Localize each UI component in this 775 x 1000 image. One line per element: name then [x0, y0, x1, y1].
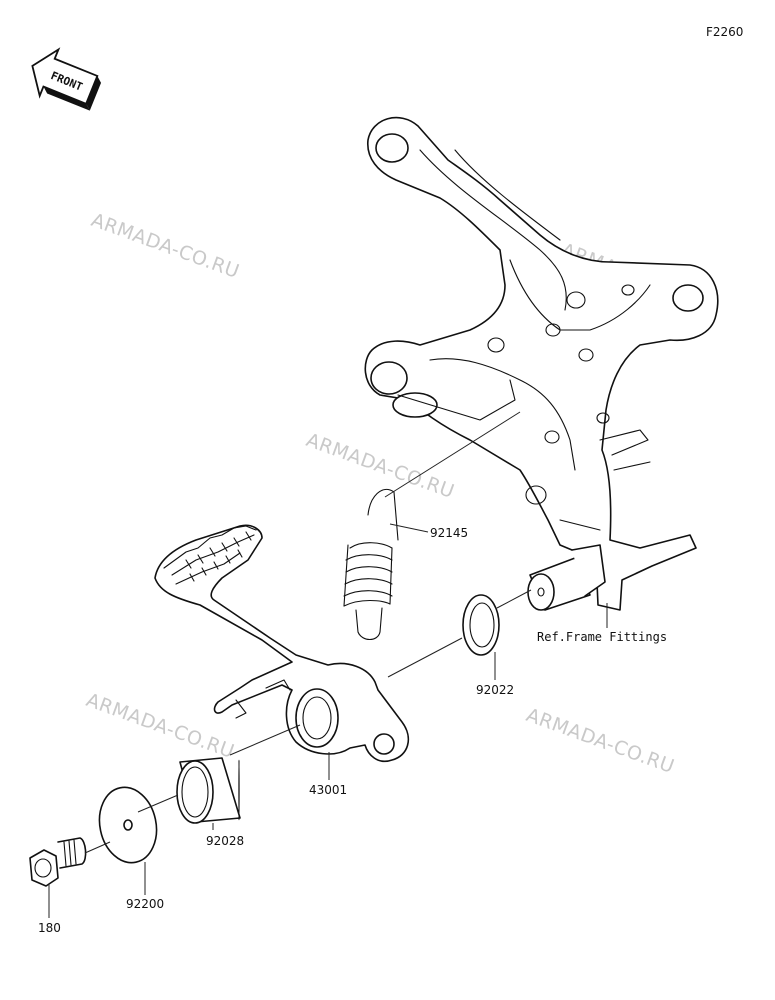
callout-washer-small: 92022 — [476, 683, 514, 697]
callout-labels: 92145 Ref.Frame Fittings 92022 43001 920… — [38, 526, 667, 935]
return-spring — [343, 488, 399, 641]
callout-ref-frame: Ref.Frame Fittings — [537, 630, 667, 644]
figure-code: F2260 — [706, 25, 743, 39]
callout-pedal: 43001 — [309, 783, 347, 797]
washer-large — [98, 786, 158, 864]
collar — [176, 757, 241, 824]
callout-bolt: 180 — [38, 921, 61, 935]
pivot-pin — [527, 544, 606, 611]
bolt — [29, 837, 87, 887]
brake-pedal — [154, 524, 410, 763]
leader-lines — [48, 411, 608, 918]
washer-small — [462, 594, 500, 656]
watermark-5: ARMADA-CO.RU — [523, 704, 677, 778]
callout-washer-large: 92200 — [126, 897, 164, 911]
frame-bracket — [364, 116, 719, 611]
callout-spring: 92145 — [430, 526, 468, 540]
callout-collar: 92028 — [206, 834, 244, 848]
front-arrow-icon: FRONT — [31, 47, 102, 111]
watermark-1: ARMADA-CO.RU — [88, 209, 242, 283]
watermark-4: ARMADA-CO.RU — [83, 689, 237, 763]
